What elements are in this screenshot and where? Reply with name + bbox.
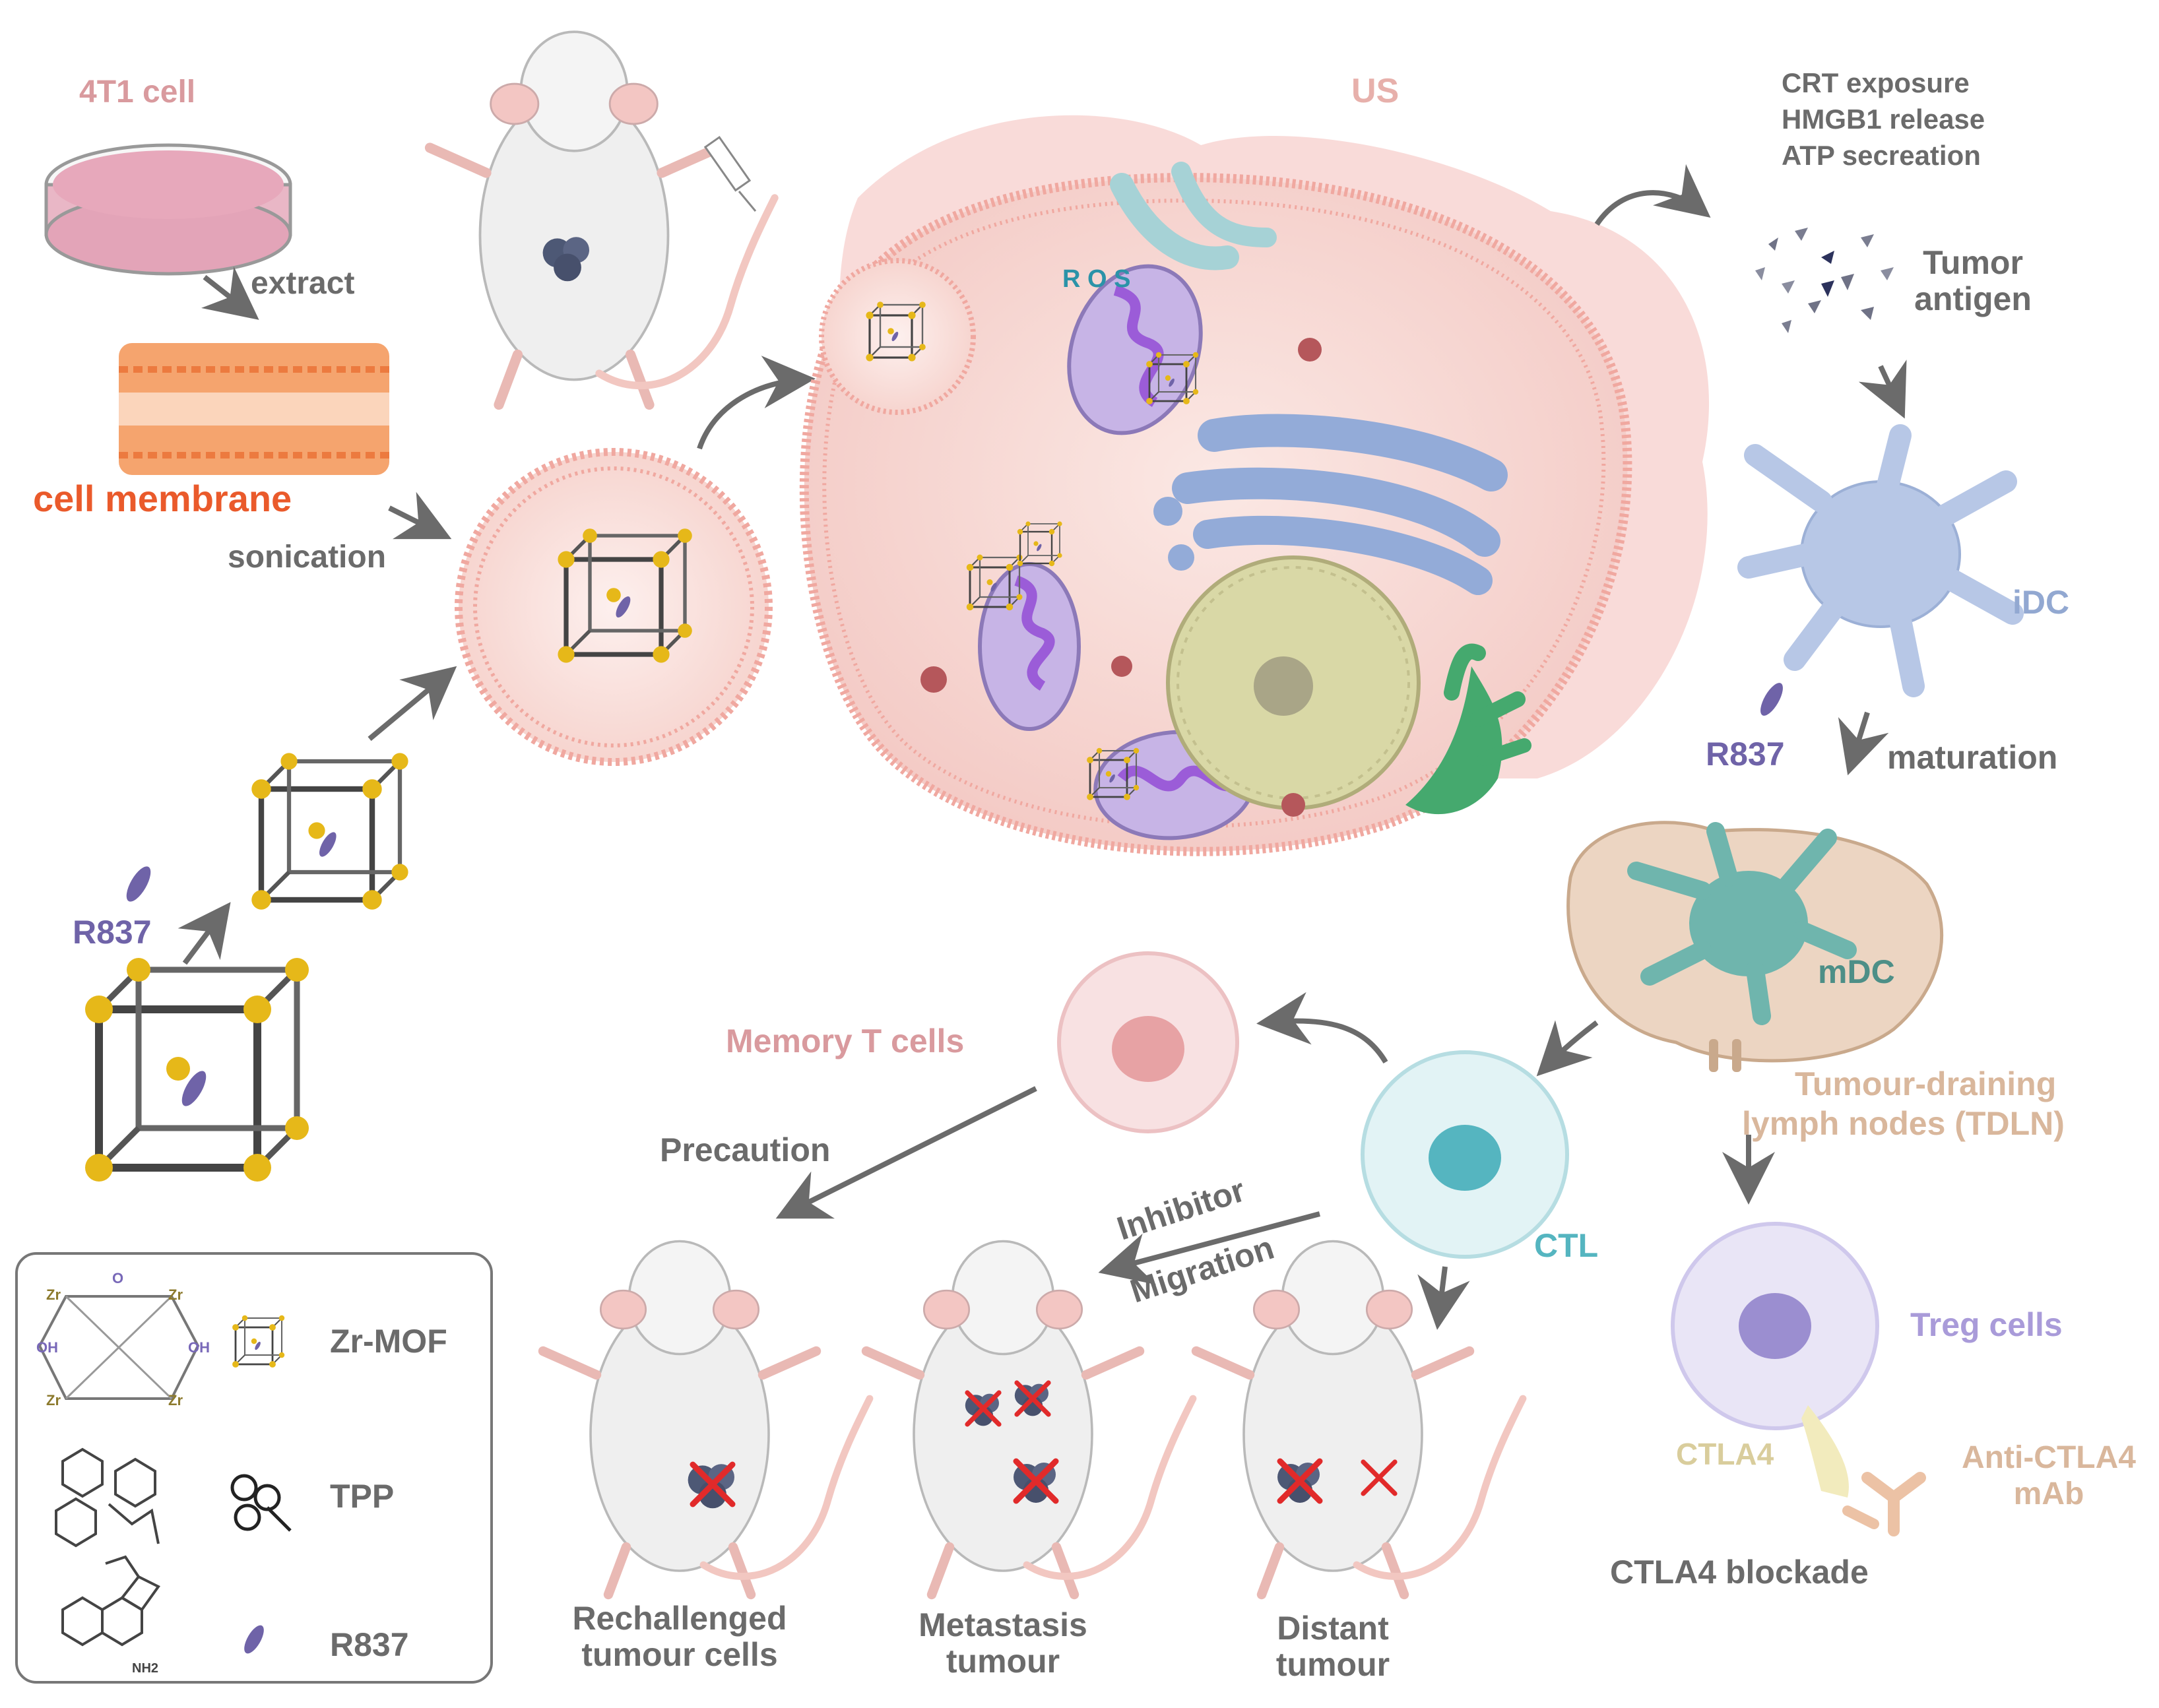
mitochondrion-top	[1067, 264, 1203, 435]
label-distant-2: tumour	[1276, 1646, 1390, 1683]
label-cell-membrane: cell membrane	[33, 478, 292, 519]
legend-r837-icon	[244, 1625, 264, 1654]
zr-cluster-structure-icon	[38, 1295, 200, 1400]
legend-r837-label: R837	[330, 1626, 409, 1663]
legend-oh-left: OH	[36, 1339, 58, 1356]
tumor-antigen-fragments-icon	[1755, 228, 1894, 333]
label-hmgb1-release: HMGB1 release	[1782, 104, 1985, 135]
arrow-r837-loading	[177, 902, 231, 965]
arrow-inhibit-migration	[1098, 1211, 1321, 1285]
treg-cell-icon	[1671, 1222, 1879, 1430]
label-maturation: maturation	[1887, 739, 2057, 776]
label-4t1-cell: 4T1 cell	[79, 75, 195, 110]
arrow-ctl-to-memory	[1256, 992, 1388, 1064]
legend-zr-atom-3: Zr	[46, 1392, 61, 1408]
arrow-to-antigen	[1594, 164, 1711, 226]
legend-nh2-label: NH2	[132, 1661, 158, 1676]
label-anti-ctla4-1: Anti-CTLA4	[1962, 1440, 2136, 1475]
arrow-maturation	[1838, 711, 1889, 776]
tpp-icon	[230, 1474, 292, 1532]
membrane-coated-mof-icon	[455, 448, 773, 766]
label-rechallenged-1: Rechallenged	[572, 1600, 787, 1637]
ctl-cell-icon	[1361, 1050, 1569, 1259]
lysosomes	[920, 338, 1322, 817]
arrow-to-idc	[1858, 360, 1907, 419]
entering-vesicle	[819, 258, 976, 415]
arrow-to-ctl	[1536, 1020, 1599, 1077]
mouse-rechallenged	[543, 1242, 870, 1595]
label-mdc: mDC	[1818, 953, 1895, 990]
injected-mouse-icon	[430, 32, 775, 404]
zr-mof-icon	[85, 958, 309, 1182]
label-tdln-1: Tumour-draining	[1795, 1065, 2056, 1102]
label-sonication: sonication	[228, 540, 386, 575]
label-ctla4-blockade: CTLA4 blockade	[1610, 1554, 1869, 1591]
r837-drug-icon	[126, 866, 151, 902]
legend-zr-atom-4: Zr	[168, 1392, 183, 1408]
label-extract: extract	[251, 266, 354, 301]
label-memory-t-cells: Memory T cells	[726, 1023, 964, 1060]
arrow-to-vesicle	[368, 666, 457, 742]
label-rechallenged-2: tumour cells	[581, 1636, 777, 1673]
legend-zr-mof-label: Zr-MOF	[330, 1323, 447, 1360]
legend-o-atom: O	[112, 1270, 123, 1286]
arrow-to-distant	[1417, 1266, 1470, 1330]
ctla4-receptor-icon	[1801, 1405, 1849, 1498]
tpp-structure-icon	[55, 1447, 160, 1548]
label-anti-ctla4-2: mAb	[2014, 1476, 2084, 1511]
label-ctla4: CTLA4	[1676, 1437, 1774, 1471]
arrow-precaution	[775, 1086, 1037, 1219]
label-crt-exposure: CRT exposure	[1782, 67, 1970, 98]
r837-structure-icon	[61, 1555, 160, 1647]
immature-dendritic-cell-icon	[1737, 424, 2024, 697]
label-precaution: Precaution	[660, 1131, 830, 1168]
legend-zr-atom-1: Zr	[46, 1286, 61, 1303]
label-tdln-2: lymph nodes (TDLN)	[1742, 1105, 2065, 1142]
label-tumor-antigen-1: Tumor	[1923, 244, 2023, 281]
endoplasmic-reticulum-green	[1405, 643, 1531, 815]
legend-tpp-label: TPP	[330, 1478, 394, 1515]
mitochondrion-left	[965, 521, 1081, 731]
arrow-sonication	[388, 491, 452, 540]
r837-adjuvant-icon	[1760, 683, 1783, 716]
arrow-extract	[201, 267, 259, 320]
label-ros: R O S	[1062, 265, 1130, 293]
legend-oh-right: OH	[188, 1339, 210, 1356]
label-distant-1: Distant	[1277, 1610, 1389, 1647]
label-atp-secretion: ATP secreation	[1782, 140, 1981, 171]
syringe-icon	[703, 135, 757, 212]
label-migration: Migration	[1126, 1229, 1278, 1310]
label-us: US	[1351, 72, 1399, 110]
golgi-apparatus	[1153, 414, 1508, 595]
label-ctl: CTL	[1534, 1227, 1598, 1264]
label-r837-left: R837	[73, 914, 152, 951]
mouse-distant	[1196, 1242, 1523, 1595]
legend-box	[15, 1252, 493, 1684]
label-metastasis-2: tumour	[946, 1643, 1060, 1680]
legend-zr-atom-2: Zr	[168, 1286, 183, 1303]
arrow-to-tumor-cell	[697, 356, 816, 450]
label-idc: iDC	[2013, 584, 2069, 621]
label-r837-right: R837	[1706, 736, 1785, 773]
petri-dish-icon	[44, 143, 292, 276]
memory-t-cell-icon	[1057, 951, 1239, 1133]
antibody-icon	[1842, 1472, 1926, 1536]
mature-dendritic-cell-icon	[1627, 822, 1857, 1025]
label-treg-cells: Treg cells	[1910, 1306, 2063, 1343]
endoplasmic-reticulum-teal	[1110, 162, 1277, 270]
label-tumor-antigen-2: antigen	[1914, 280, 2032, 317]
nucleus	[1166, 555, 1421, 810]
label-metastasis-1: Metastasis	[918, 1606, 1087, 1643]
zr-mof-tpp-icon	[251, 753, 408, 909]
lipid-bilayer-icon	[119, 343, 389, 475]
